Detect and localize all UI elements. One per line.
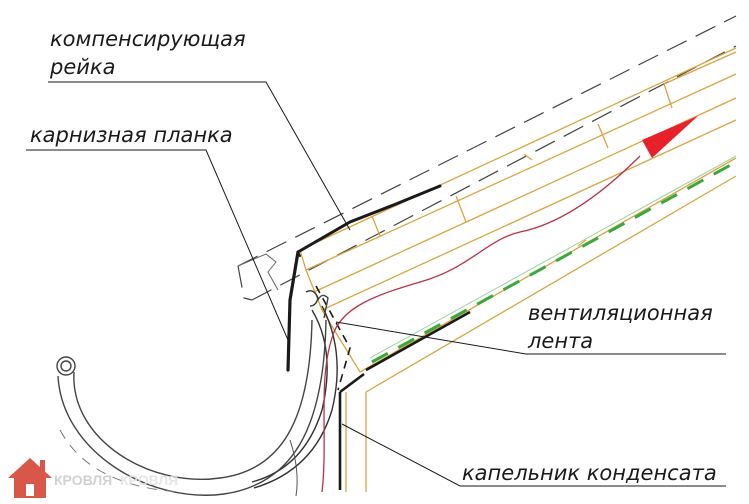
label-compensating-rail-1: компенсирующая — [50, 27, 246, 51]
airflow-arrow — [642, 116, 698, 158]
logo-text-2: КРОВЛЯ — [120, 472, 178, 488]
label-compensating-rail-2: рейка — [49, 55, 115, 79]
roof-covering-profile — [237, 253, 279, 291]
eaves-strip — [286, 184, 442, 372]
timber-structure — [299, 47, 737, 492]
label-ventilation-tape-1: вентиляционная — [528, 301, 713, 325]
gutter — [56, 294, 329, 496]
house-icon — [8, 458, 52, 498]
airflow-path — [321, 155, 641, 493]
gutter-arc-bottom — [289, 439, 298, 497]
leader-lines — [26, 81, 726, 487]
label-ventilation-tape-2: лента — [527, 329, 593, 353]
label-eaves-strip: карнизная планка — [30, 123, 233, 147]
drip-edge — [338, 372, 365, 490]
watermark-logo: КРОВЛЯ КРОВЛЯ — [8, 458, 178, 498]
drip-dashed — [315, 285, 351, 391]
gutter-inner-dashed — [59, 429, 181, 493]
label-drip-edge: капельник конденсата — [462, 461, 717, 485]
underlay-membrane — [369, 155, 737, 364]
ventilation-tape — [365, 310, 471, 372]
logo-text-1: КРОВЛЯ — [54, 472, 112, 488]
roof-covering-outline — [237, 15, 737, 301]
